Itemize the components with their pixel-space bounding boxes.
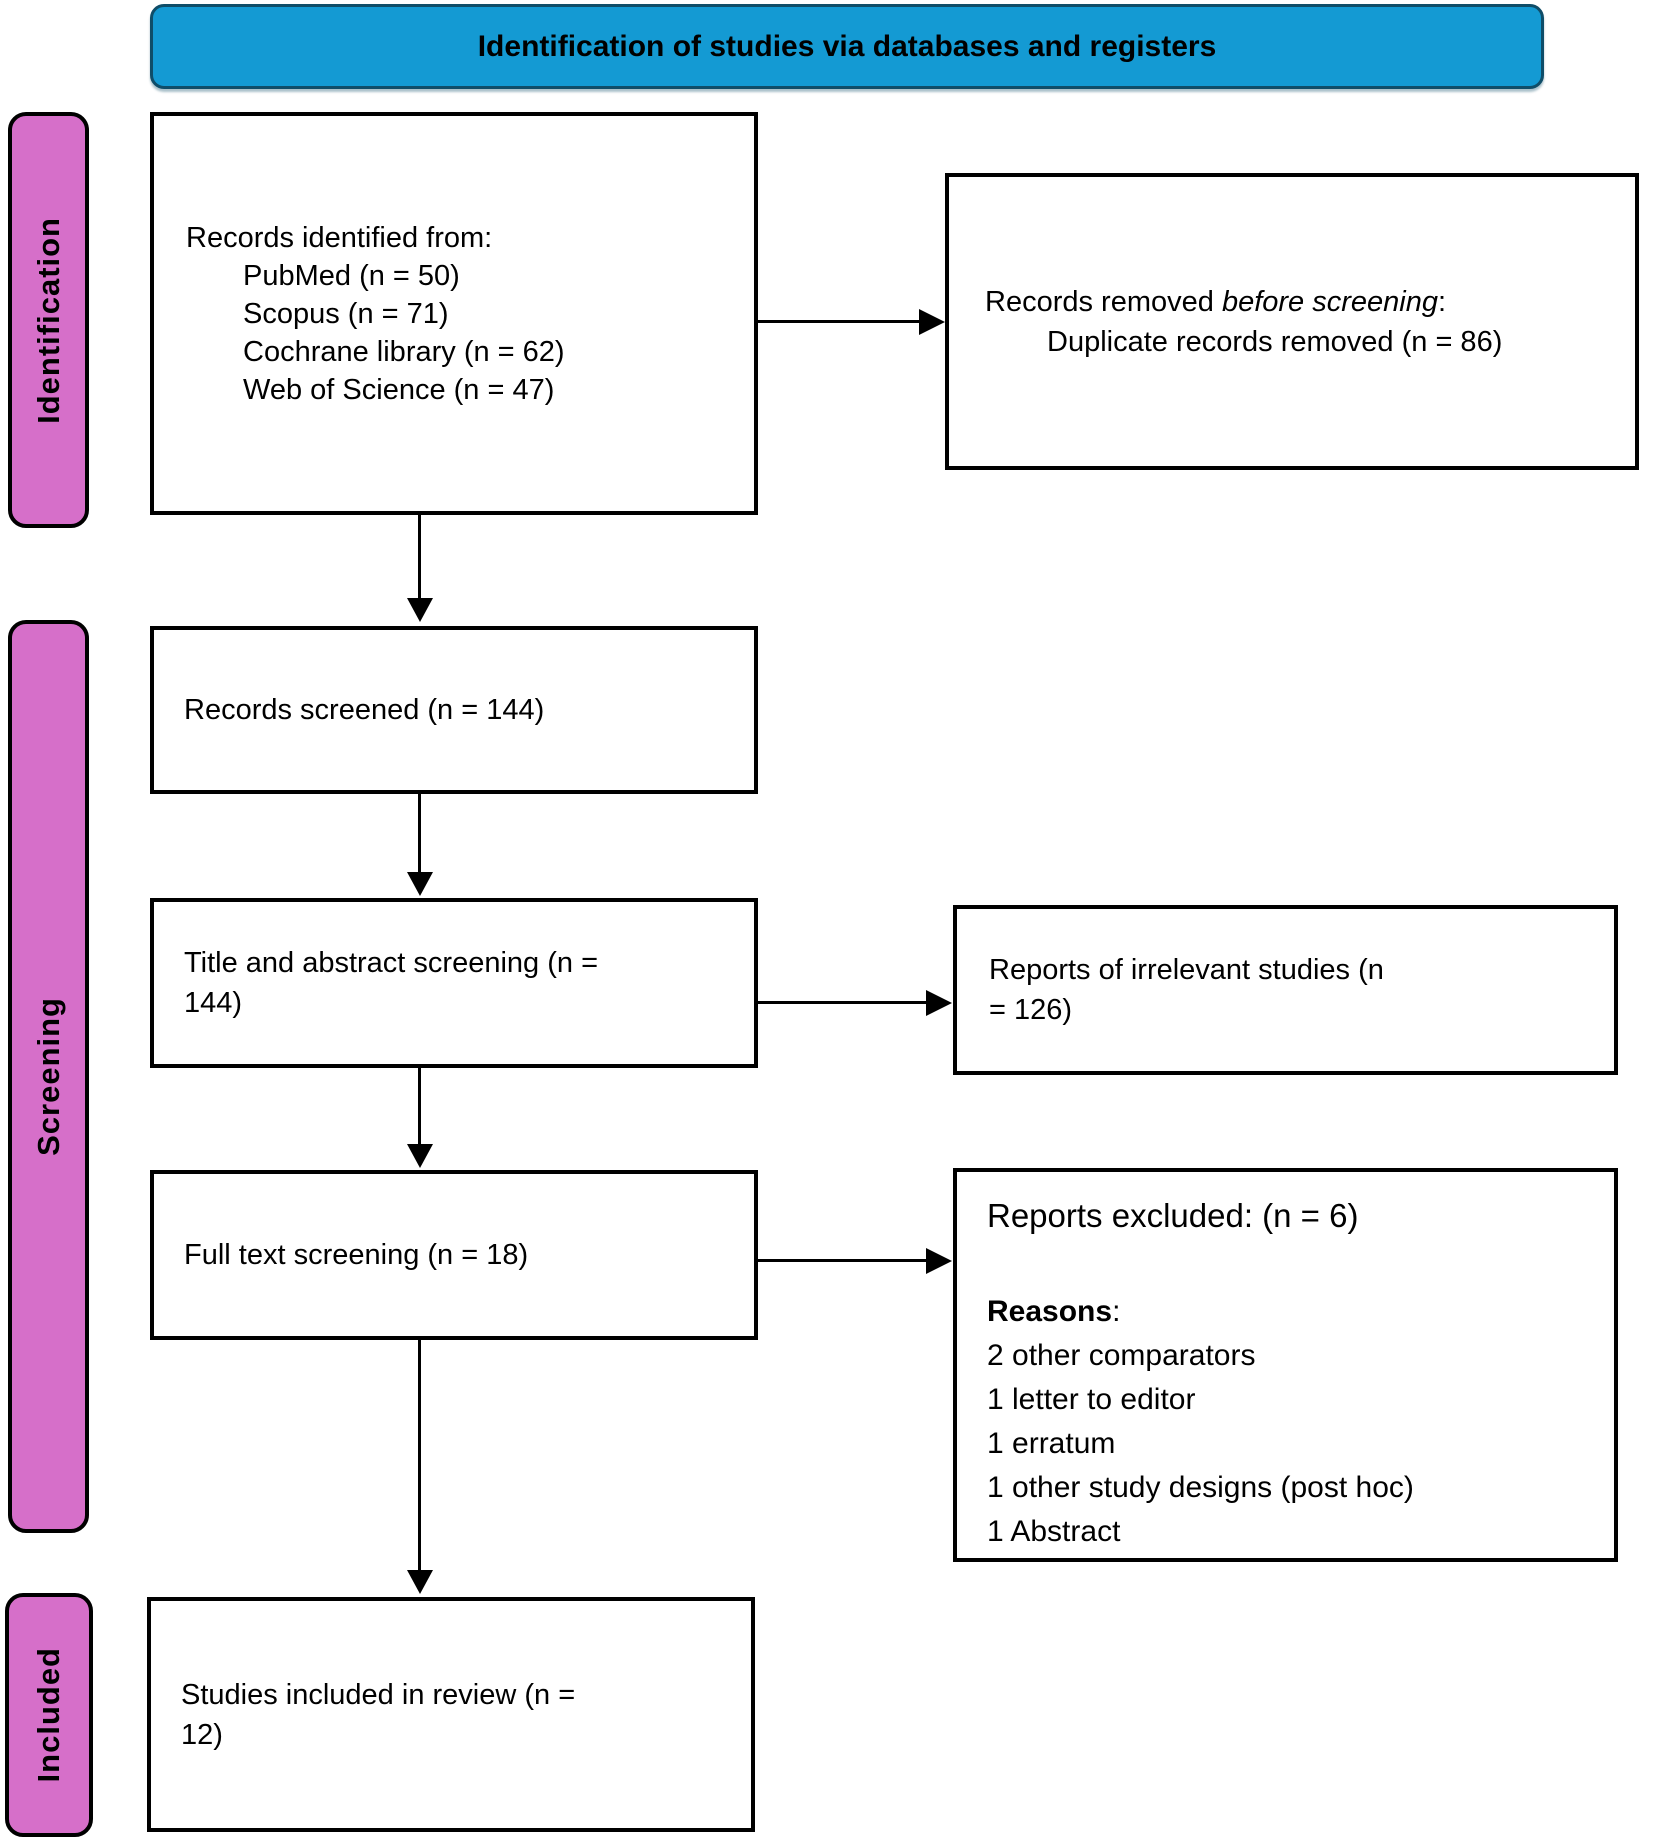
studies-included-text: Studies included in review (n = 12) (181, 1678, 576, 1751)
records-identified-box: Records identified from: PubMed (n = 50)… (150, 112, 758, 515)
title-abstract-screening-box: Title and abstract screening (n = 144) (150, 898, 758, 1068)
irrelevant-studies-text: Reports of irrelevant studies (n = 126) (989, 954, 1384, 1026)
reasons-heading: Reasons: (987, 1290, 1590, 1334)
reports-excluded-title: Reports excluded: (n = 6) (987, 1197, 1359, 1234)
arrowhead-right-icon (919, 309, 945, 335)
reasons-colon: : (1112, 1295, 1121, 1328)
title-abstract-screening-text: Title and abstract screening (n = 144) (184, 947, 599, 1019)
diagram-title-banner: Identification of studies via databases … (150, 4, 1544, 89)
full-text-screening-text: Full text screening (n = 18) (184, 1239, 529, 1271)
stage-label-identification: Identification (8, 112, 89, 528)
records-removed-box: Records removed before screening: Duplic… (945, 173, 1639, 470)
stage-label-screening-text: Screening (30, 997, 66, 1156)
source-scopus: Scopus (n = 71) (243, 297, 449, 330)
arrow-stem (418, 515, 421, 600)
arrowhead-down-icon (407, 872, 433, 896)
duplicates-removed: Duplicate records removed (n = 86) (1047, 325, 1503, 358)
full-text-screening-box: Full text screening (n = 18) (150, 1170, 758, 1340)
records-screened-box: Records screened (n = 144) (150, 626, 758, 794)
arrowhead-right-icon (926, 990, 952, 1016)
records-screened-text: Records screened (n = 144) (184, 694, 545, 726)
stage-label-screening: Screening (8, 620, 89, 1533)
records-removed-italic: before screening (1221, 285, 1438, 318)
arrowhead-down-icon (407, 1570, 433, 1594)
reason-item: 1 other study designs (post hoc) (987, 1471, 1414, 1504)
source-pubmed: PubMed (n = 50) (243, 259, 460, 292)
reason-item: 1 letter to editor (987, 1383, 1196, 1416)
records-removed-prefix: Records removed (985, 285, 1222, 318)
records-identified-intro: Records identified from: (186, 221, 493, 254)
arrowhead-right-icon (926, 1248, 952, 1274)
source-web-of-science: Web of Science (n = 47) (243, 373, 555, 406)
arrow-stem (758, 320, 921, 323)
reason-item: 2 other comparators (987, 1339, 1256, 1372)
stage-label-identification-text: Identification (30, 216, 66, 424)
irrelevant-studies-box: Reports of irrelevant studies (n = 126) (953, 905, 1618, 1075)
arrowhead-down-icon (407, 598, 433, 622)
reasons-label: Reasons (987, 1295, 1113, 1328)
arrow-stem (418, 1068, 421, 1146)
source-cochrane: Cochrane library (n = 62) (243, 335, 565, 368)
records-removed-suffix: : (1437, 285, 1447, 318)
reason-item: 1 Abstract (987, 1515, 1121, 1548)
stage-label-included-text: Included (31, 1647, 66, 1783)
reports-excluded-box: Reports excluded: (n = 6) Reasons: 2 oth… (953, 1168, 1618, 1562)
reason-item: 1 erratum (987, 1427, 1116, 1460)
stage-label-included: Included (5, 1593, 93, 1837)
arrowhead-down-icon (407, 1144, 433, 1168)
arrow-stem (418, 794, 421, 874)
records-removed-heading: Records removed before screening: (985, 282, 1635, 322)
arrow-stem (418, 1340, 421, 1572)
studies-included-box: Studies included in review (n = 12) (147, 1597, 755, 1832)
arrow-stem (758, 1001, 928, 1004)
arrow-stem (758, 1259, 928, 1262)
diagram-title: Identification of studies via databases … (477, 29, 1217, 63)
